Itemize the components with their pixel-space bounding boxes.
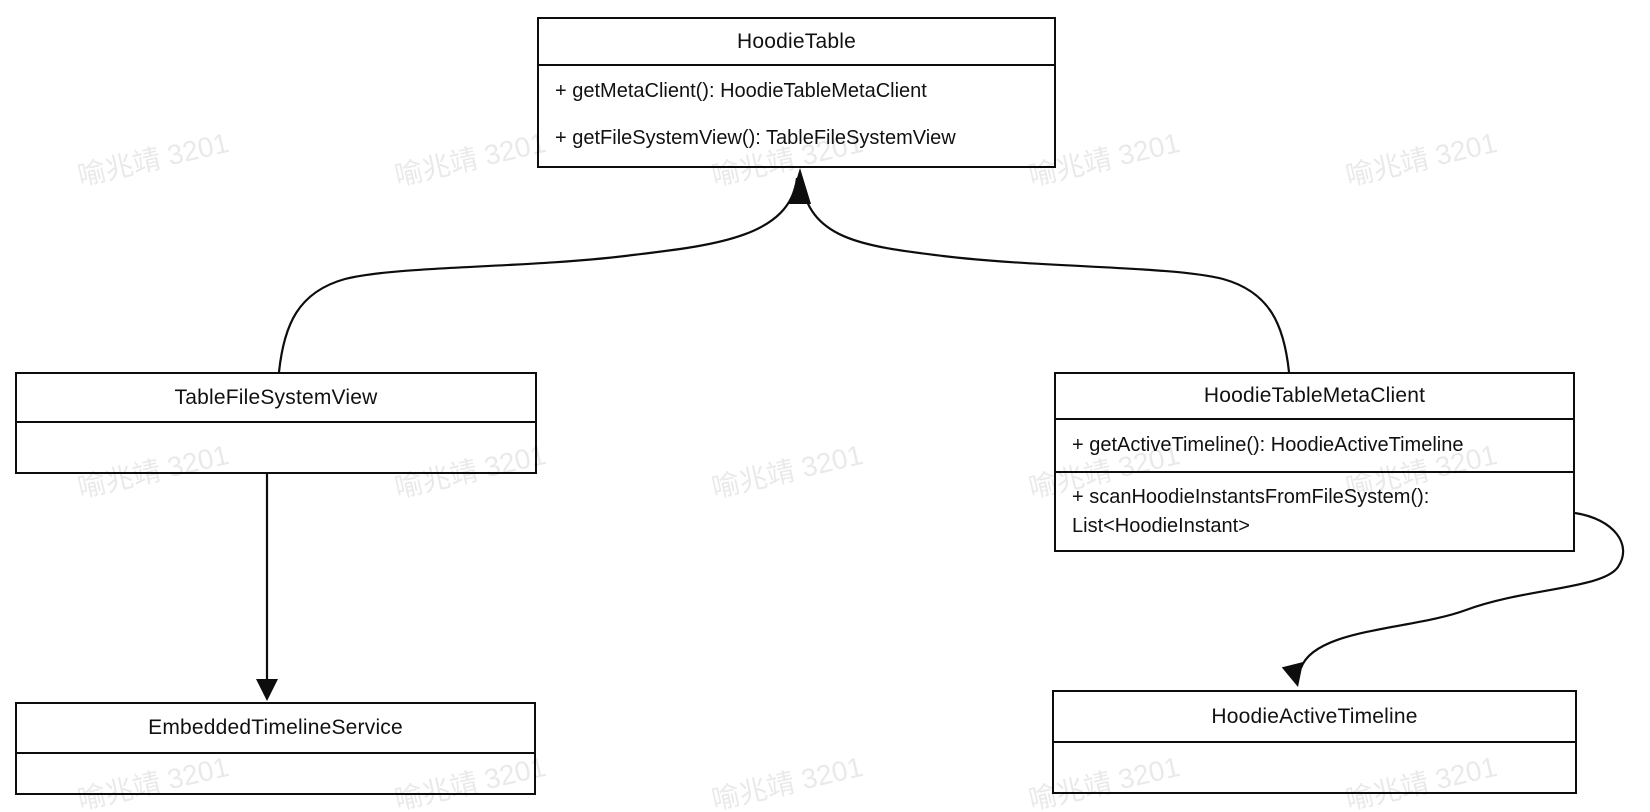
arrowhead-up-hoodietable [789,168,811,204]
class-box-hoodietablemetaclient[interactable]: HoodieTableMetaClient + getActiveTimelin… [1054,372,1575,552]
class-box-hoodietable[interactable]: HoodieTable + getMetaClient(): HoodieTab… [537,17,1056,168]
class-title-hoodieactivetimeline: HoodieActiveTimeline [1054,692,1575,743]
class-box-tablefilesystemview[interactable]: TableFileSystemView [15,372,537,474]
class-title-tablefilesystemview: TableFileSystemView [17,374,535,423]
class-title-hoodietablemetaclient: HoodieTableMetaClient [1056,374,1573,420]
method-get-file-system-view: + getFileSystemView(): TableFileSystemVi… [555,127,956,149]
class-methods-hoodietable: + getMetaClient(): HoodieTableMetaClient… [539,66,1054,164]
class-title-hoodietable: HoodieTable [539,19,1054,66]
arrow-hoodietablemetaclient-to-hoodietable [799,177,1291,373]
method-scan-hoodie-instants: + scanHoodieInstantsFromFileSystem(): Li… [1072,486,1430,537]
class-title-embeddedtimelineservice: EmbeddedTimelineService [17,704,534,754]
arrowhead-down-embeddedtimelineservice [256,679,278,701]
method-get-meta-client: + getMetaClient(): HoodieTableMetaClient [555,80,927,102]
arrow-hoodietablemetaclient-to-hoodieactivetimeline [1299,511,1625,669]
class-box-hoodieactivetimeline[interactable]: HoodieActiveTimeline [1052,690,1577,794]
arrow-tablefilesystemview-to-hoodietable [277,177,799,373]
class-box-embeddedtimelineservice[interactable]: EmbeddedTimelineService [15,702,536,795]
method-get-active-timeline: + getActiveTimeline(): HoodieActiveTimel… [1056,420,1573,473]
arrowhead-down-hoodieactivetimeline [1281,662,1304,687]
